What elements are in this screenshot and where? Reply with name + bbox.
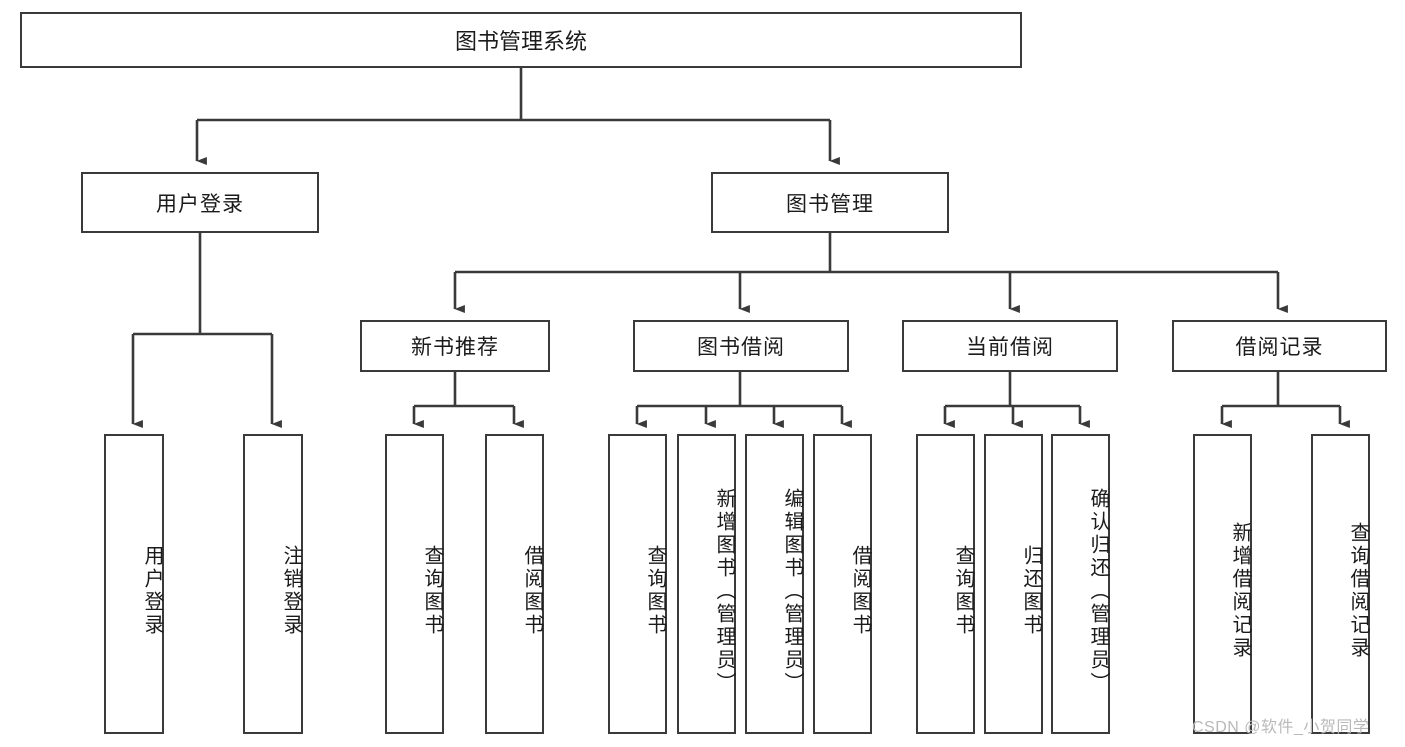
node-label: 图书管理系统 <box>454 29 587 54</box>
node-label: 借阅图书 <box>521 545 543 637</box>
leaf-borrow-edit-book-admin[interactable]: 编辑图书（管理员） <box>745 434 804 734</box>
node-label: 编辑图书（管理员） <box>781 487 803 695</box>
leaf-user-logout[interactable]: 注销登录 <box>243 434 303 734</box>
node-label: 用户登录 <box>141 545 163 637</box>
node-label: 图书管理 <box>786 192 874 216</box>
node-label: 归还图书 <box>1020 545 1042 637</box>
node-label: 查询图书 <box>421 545 443 637</box>
leaf-borrow-borrow-book[interactable]: 借阅图书 <box>813 434 872 734</box>
leaf-user-login[interactable]: 用户登录 <box>104 434 164 734</box>
node-current-borrow[interactable]: 当前借阅 <box>902 320 1118 372</box>
node-label: 确认归还（管理员） <box>1087 487 1109 695</box>
node-new-book-recommend[interactable]: 新书推荐 <box>360 320 550 372</box>
leaf-borrow-query-book[interactable]: 查询图书 <box>608 434 667 734</box>
node-label: 查询图书 <box>952 545 974 637</box>
leaf-borrow-add-book-admin[interactable]: 新增图书（管理员） <box>677 434 736 734</box>
csdn-watermark: CSDN @软件_小贺同学 <box>1192 719 1370 736</box>
node-book-management[interactable]: 图书管理 <box>711 172 949 233</box>
node-label: 新增图书（管理员） <box>713 487 735 695</box>
node-label: 借阅图书 <box>849 545 871 637</box>
node-label: 图书借阅 <box>697 336 785 359</box>
node-root-system[interactable]: 图书管理系统 <box>20 12 1022 68</box>
node-label: 当前借阅 <box>966 336 1054 359</box>
node-user-login[interactable]: 用户登录 <box>81 172 319 233</box>
node-label: 借阅记录 <box>1235 336 1324 359</box>
leaf-record-query-borrow-record[interactable]: 查询借阅记录 <box>1311 434 1370 734</box>
leaf-current-return-book[interactable]: 归还图书 <box>984 434 1043 734</box>
node-borrow-record[interactable]: 借阅记录 <box>1172 320 1387 372</box>
leaf-current-query-book[interactable]: 查询图书 <box>916 434 975 734</box>
node-label: 新书推荐 <box>411 336 499 359</box>
node-label: 查询图书 <box>644 545 666 637</box>
node-book-borrow[interactable]: 图书借阅 <box>633 320 849 372</box>
node-label: 查询借阅记录 <box>1347 522 1369 660</box>
leaf-record-add-borrow-record[interactable]: 新增借阅记录 <box>1193 434 1252 734</box>
leaf-recommend-borrow-book[interactable]: 借阅图书 <box>485 434 544 734</box>
node-label: 用户登录 <box>156 192 244 216</box>
leaf-current-confirm-return-admin[interactable]: 确认归还（管理员） <box>1051 434 1110 734</box>
node-label: 新增借阅记录 <box>1229 522 1251 660</box>
node-label: 注销登录 <box>280 545 302 637</box>
leaf-recommend-query-book[interactable]: 查询图书 <box>385 434 444 734</box>
